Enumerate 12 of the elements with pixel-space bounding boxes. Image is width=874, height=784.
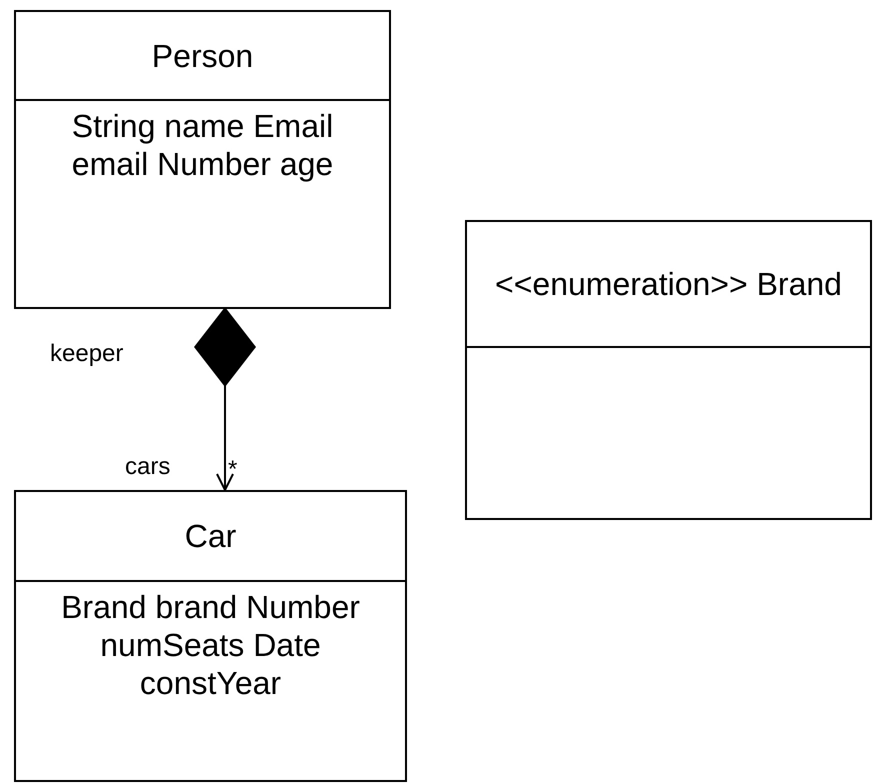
- composition-arrow: [194, 307, 256, 491]
- attribute-list: Brand brand Number numSeats Date constYear: [30, 588, 390, 702]
- class-name: <<enumeration>> Brand: [495, 265, 842, 303]
- role-name: cars: [125, 453, 170, 481]
- attribute-list: String name Email email Number age: [52, 107, 352, 183]
- class-box: [465, 220, 872, 520]
- role-name: keeper: [50, 340, 124, 368]
- class-name: Person: [152, 36, 254, 74]
- multiplicity: *: [228, 456, 238, 484]
- class-box: [14, 490, 407, 782]
- class-name: Car: [184, 517, 236, 555]
- class-box: [14, 10, 391, 309]
